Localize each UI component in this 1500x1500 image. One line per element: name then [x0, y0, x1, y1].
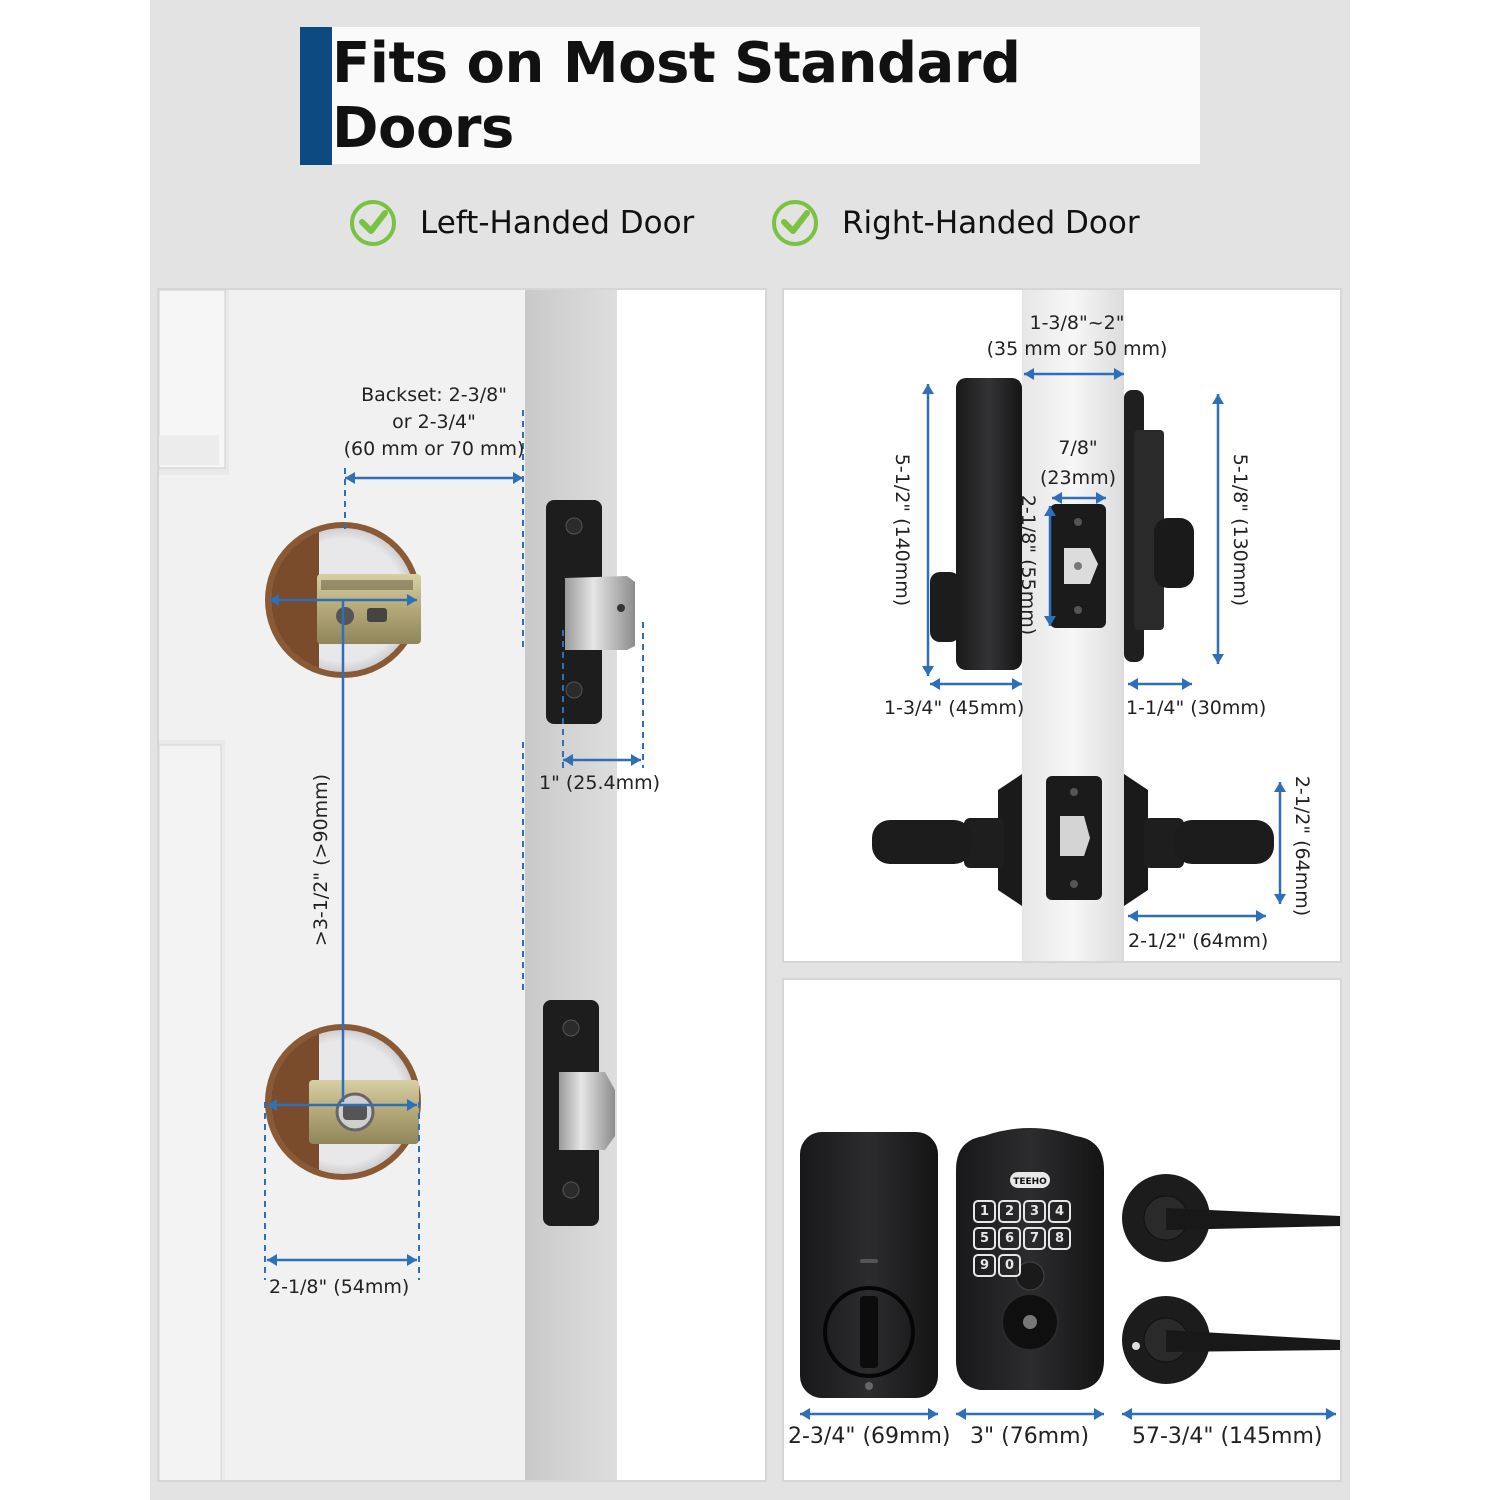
- latch-width-line-1: 7/8": [1058, 437, 1098, 459]
- check-circle-icon: [772, 200, 818, 246]
- keypad-key-2[interactable]: 2: [998, 1200, 1021, 1223]
- keypad-key-8[interactable]: 8: [1048, 1227, 1071, 1250]
- keypad-key-1[interactable]: 1: [973, 1200, 996, 1223]
- latch-width-label: 7/8" (23mm): [1028, 433, 1128, 493]
- side-view-panel: 1-3/8"~2" (35 mm or 50 mm) 7/8" (23mm) 2…: [782, 288, 1342, 963]
- backset-line-3: (60 mm or 70 mm): [343, 438, 525, 460]
- faceplate-height-label: 2-1/8" (55mm): [1017, 494, 1039, 636]
- check-circle-icon: [350, 200, 396, 246]
- hole-diameter-label: 2-1/8" (54mm): [269, 1276, 410, 1298]
- hole-spacing-label: >3-1/2" (>90mm): [310, 773, 332, 947]
- interior-depth-label: 1-3/4" (45mm): [884, 697, 1025, 719]
- keypad-key-3[interactable]: 3: [1023, 1200, 1046, 1223]
- keypad-key-4[interactable]: 4: [1048, 1200, 1071, 1223]
- right-handed-door-label: Right-Handed Door: [842, 205, 1140, 241]
- title-banner: [300, 27, 1200, 164]
- backset-label: Backset: 2-3/8" or 2-3/4" (60 mm or 70 m…: [339, 382, 529, 463]
- door-prep-illustration: [159, 290, 765, 1480]
- exterior-height-label: 5-1/8" (130mm): [1229, 453, 1251, 607]
- lever-width-label: 57-3/4" (145mm): [1132, 1424, 1323, 1449]
- left-handed-door-label: Left-Handed Door: [420, 205, 695, 241]
- backset-line-2: or 2-3/4": [392, 411, 476, 433]
- interior-height-label: 5-1/2" (140mm): [891, 453, 913, 607]
- door-thickness-line-2: (35 mm or 50 mm): [986, 338, 1168, 360]
- door-thickness-label: 1-3/8"~2" (35 mm or 50 mm): [982, 310, 1172, 362]
- interior-width-label: 2-3/4" (69mm): [788, 1424, 951, 1449]
- right-handed-door-item: Right-Handed Door: [770, 195, 1140, 251]
- keypad-width-label: 3" (76mm): [970, 1424, 1090, 1449]
- backset-line-1: Backset: 2-3/8": [361, 384, 507, 406]
- keypad-key-6[interactable]: 6: [998, 1227, 1021, 1250]
- keypad-key-5[interactable]: 5: [973, 1227, 996, 1250]
- door-prep-panel: Backset: 2-3/8" or 2-3/4" (60 mm or 70 m…: [157, 288, 767, 1482]
- rose-diameter-label: 2-1/2" (64mm): [1291, 775, 1313, 917]
- exterior-depth-label: 1-1/4" (30mm): [1126, 697, 1267, 719]
- latch-depth-label: 1" (25.4mm): [539, 772, 661, 794]
- keypad-key-9[interactable]: 9: [973, 1254, 996, 1277]
- keypad-key-7[interactable]: 7: [1023, 1227, 1046, 1250]
- brand-logo: TEEHO: [1013, 1177, 1047, 1187]
- side-view-illustration: [872, 290, 1286, 961]
- title-accent-bar: [300, 27, 332, 165]
- left-handed-door-item: Left-Handed Door: [348, 195, 694, 251]
- keypad-key-0[interactable]: 0: [998, 1254, 1021, 1277]
- lever-length-label: 2-1/2" (64mm): [1128, 930, 1269, 952]
- page-title: Fits on Most Standard Doors: [332, 30, 1021, 161]
- door-thickness-line-1: 1-3/8"~2": [1029, 312, 1125, 334]
- latch-width-line-2: (23mm): [1039, 467, 1117, 489]
- product-front-illustration: TEEHO: [800, 1128, 1340, 1420]
